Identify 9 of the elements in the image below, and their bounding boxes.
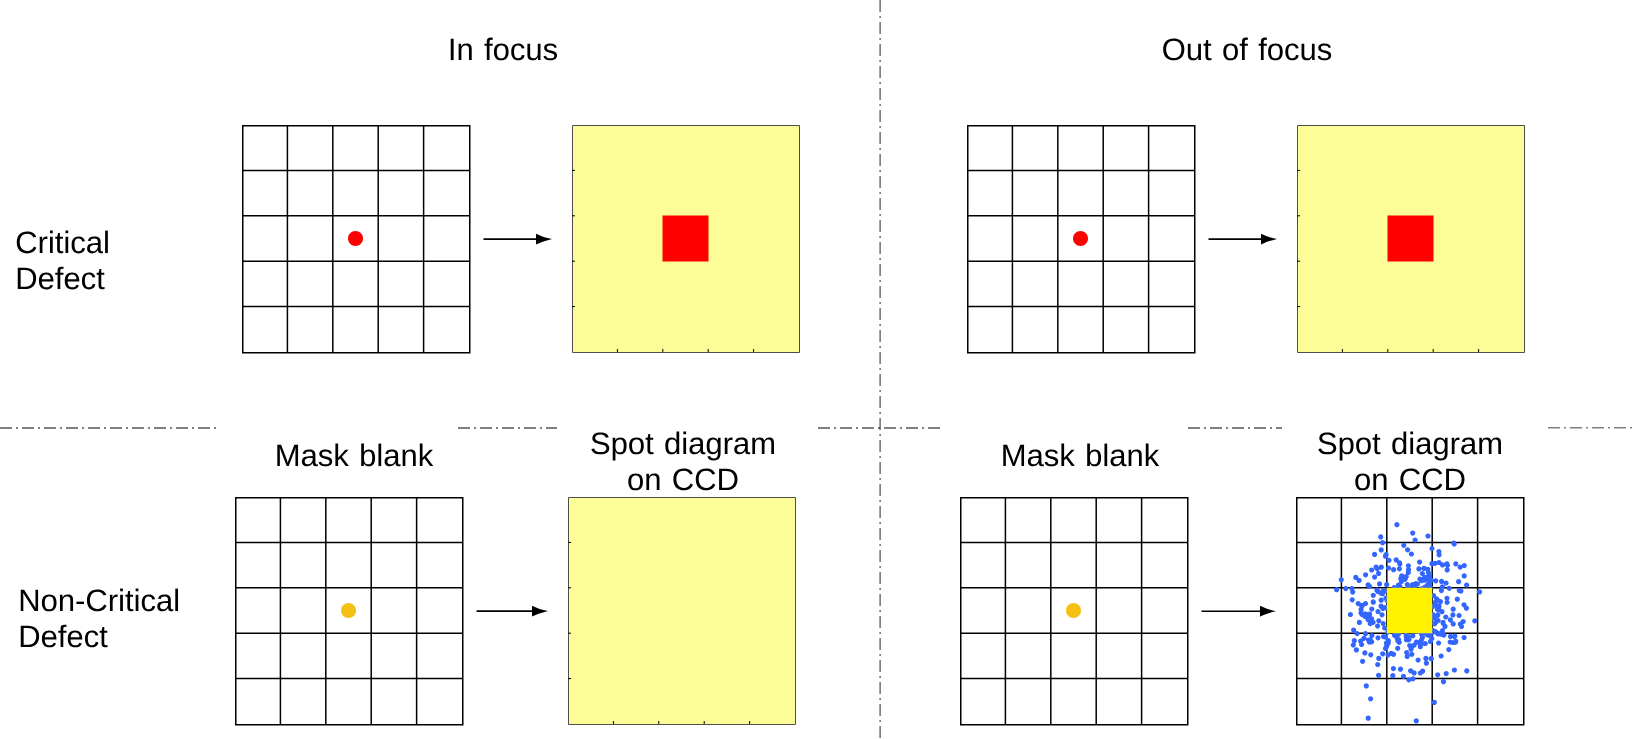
- arrow: [475, 606, 546, 617]
- row-label: Critical Defect: [16, 230, 108, 290]
- row-label: Non-Critical Defect: [20, 588, 179, 648]
- arrow: [1200, 606, 1274, 617]
- arrow: [1207, 234, 1275, 245]
- arrow: [482, 234, 550, 245]
- column-heading: Out of focus: [1163, 37, 1332, 61]
- column-heading: In focus: [450, 37, 557, 61]
- ccd-frame: [567, 497, 796, 725]
